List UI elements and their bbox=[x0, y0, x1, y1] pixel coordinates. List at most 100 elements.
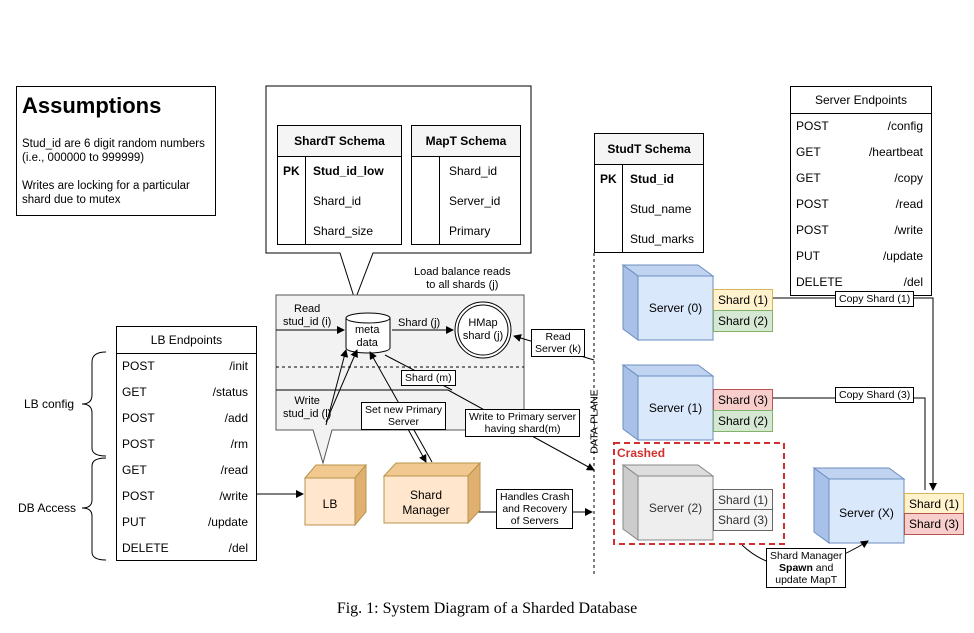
lb_endpoints-method: PUT bbox=[122, 515, 146, 529]
studt-divider bbox=[622, 165, 623, 253]
server-x-cube bbox=[812, 467, 906, 544]
lb_endpoints-method: POST bbox=[122, 489, 155, 503]
shard-manager-cube bbox=[382, 461, 482, 525]
mapt-field-shard-id: Shard_id bbox=[449, 164, 498, 178]
lb_endpoints-method: POST bbox=[122, 359, 155, 373]
studt-field-name: Stud_name bbox=[630, 202, 692, 216]
assumptions-title: Assumptions bbox=[22, 93, 162, 118]
server-0-label: Server (0) bbox=[648, 301, 703, 315]
server-1-cube bbox=[621, 364, 715, 441]
server_endpoints-path: /del bbox=[903, 275, 923, 289]
lb_endpoints-path: /del bbox=[228, 541, 248, 555]
crashed-label: Crashed bbox=[617, 446, 666, 460]
server-2-shard-3: Shard (3) bbox=[713, 509, 773, 531]
studt-field-marks: Stud_marks bbox=[630, 232, 695, 246]
server_endpoints-path: /update bbox=[882, 249, 923, 263]
server_endpoints-path: /copy bbox=[894, 171, 923, 185]
server-2-shard-1: Shard (1) bbox=[713, 489, 773, 511]
lb_endpoints-path: /read bbox=[220, 463, 248, 477]
db-access-brace bbox=[81, 457, 107, 561]
shardt-key: Stud_id_low bbox=[313, 164, 384, 178]
lb_endpoints-path: /write bbox=[219, 489, 248, 503]
db-access-label: DB Access bbox=[18, 501, 77, 515]
assumptions-line4: shard due to mutex bbox=[22, 194, 121, 206]
shardt-field-shard-id: Shard_id bbox=[313, 194, 362, 208]
server-2-label: Server (2) bbox=[648, 501, 703, 515]
server-0-shard-2: Shard (2) bbox=[713, 310, 773, 332]
shard-j-label: Shard (j) bbox=[398, 317, 441, 329]
lb_endpoints-path: /update bbox=[207, 515, 248, 529]
server-0-shard-1: Shard (1) bbox=[713, 289, 773, 311]
assumptions-line3: Writes are locking for a particular bbox=[22, 180, 190, 192]
data-plane-label: DATA-PLANE bbox=[588, 389, 601, 454]
lb-label: LB bbox=[322, 497, 338, 511]
server_endpoints-method: GET bbox=[796, 171, 821, 185]
server-0-cube bbox=[621, 264, 715, 341]
server-x-label: Server (X) bbox=[839, 506, 894, 520]
lb_endpoints-method: POST bbox=[122, 411, 155, 425]
server-x-shard-1: Shard (1) bbox=[904, 493, 964, 515]
copy-shard-1-label: Copy Shard (1) bbox=[835, 291, 915, 307]
figure-caption: Fig. 1: System Diagram of a Sharded Data… bbox=[336, 600, 638, 617]
lb_endpoints-path: /rm bbox=[230, 437, 248, 451]
shardt-divider bbox=[305, 157, 306, 245]
server_endpoints-method: GET bbox=[796, 145, 821, 159]
server_endpoints-path: /heartbeat bbox=[868, 145, 923, 159]
server-endpoints-title: Server Endpoints bbox=[791, 87, 931, 114]
shardt-field-shard-size: Shard_size bbox=[313, 224, 374, 238]
server-1-label: Server (1) bbox=[648, 401, 703, 415]
shardt-pk: PK bbox=[283, 164, 300, 178]
server-1-shard-3: Shard (3) bbox=[713, 389, 773, 411]
lb-endpoints-title: LB Endpoints bbox=[117, 327, 256, 354]
mapt-field-primary: Primary bbox=[449, 224, 491, 238]
copy-shard-3-label: Copy Shard (3) bbox=[835, 387, 915, 403]
lb_endpoints-path: /add bbox=[224, 411, 248, 425]
lb_endpoints-method: DELETE bbox=[122, 541, 169, 555]
lb_endpoints-path: /status bbox=[212, 385, 248, 399]
mapt-field-server-id: Server_id bbox=[449, 194, 501, 208]
mapt-title: MapT Schema bbox=[412, 126, 520, 157]
server_endpoints-method: PUT bbox=[796, 249, 820, 263]
lb_endpoints-method: GET bbox=[122, 463, 147, 477]
server_endpoints-method: POST bbox=[796, 223, 829, 237]
server_endpoints-method: POST bbox=[796, 197, 829, 211]
server-1-shard-2: Shard (2) bbox=[713, 410, 773, 432]
server-x-shard-3: Shard (3) bbox=[904, 513, 964, 535]
studt-schema-table: StudT Schema PK Stud_id Stud_name Stud_m… bbox=[594, 133, 704, 253]
assumptions-line1: Stud_id are 6 digit random numbers bbox=[22, 138, 205, 150]
server_endpoints-method: POST bbox=[796, 119, 829, 133]
server_endpoints-path: /config bbox=[887, 119, 923, 133]
studt-title: StudT Schema bbox=[595, 134, 703, 165]
metadata-cylinder bbox=[345, 312, 391, 354]
shardt-title: ShardT Schema bbox=[278, 126, 401, 157]
shardt-schema-table: ShardT Schema PK Stud_id_low Shard_id Sh… bbox=[277, 125, 402, 245]
mapt-divider bbox=[439, 157, 440, 245]
lb_endpoints-method: GET bbox=[122, 385, 147, 399]
lb-cube bbox=[303, 463, 368, 527]
lb-config-brace bbox=[81, 351, 107, 457]
shard-m-label: Shard (m) bbox=[401, 370, 456, 386]
hmap-circle bbox=[454, 301, 512, 359]
lb-config-label: LB config bbox=[24, 397, 75, 411]
server_endpoints-method: DELETE bbox=[796, 275, 843, 289]
lb_endpoints-method: POST bbox=[122, 437, 155, 451]
assumptions-line2: (i.e., 000000 to 999999) bbox=[22, 152, 145, 164]
assumptions-box: Assumptions Stud_id are 6 digit random n… bbox=[16, 86, 216, 216]
spawn-label: Shard Manager Spawn and update MapT bbox=[766, 548, 847, 588]
studt-key: Stud_id bbox=[630, 172, 674, 186]
studt-pk: PK bbox=[600, 172, 617, 186]
mapt-schema-table: MapT Schema Shard_id Server_id Primary bbox=[411, 125, 521, 245]
server_endpoints-path: /read bbox=[895, 197, 923, 211]
